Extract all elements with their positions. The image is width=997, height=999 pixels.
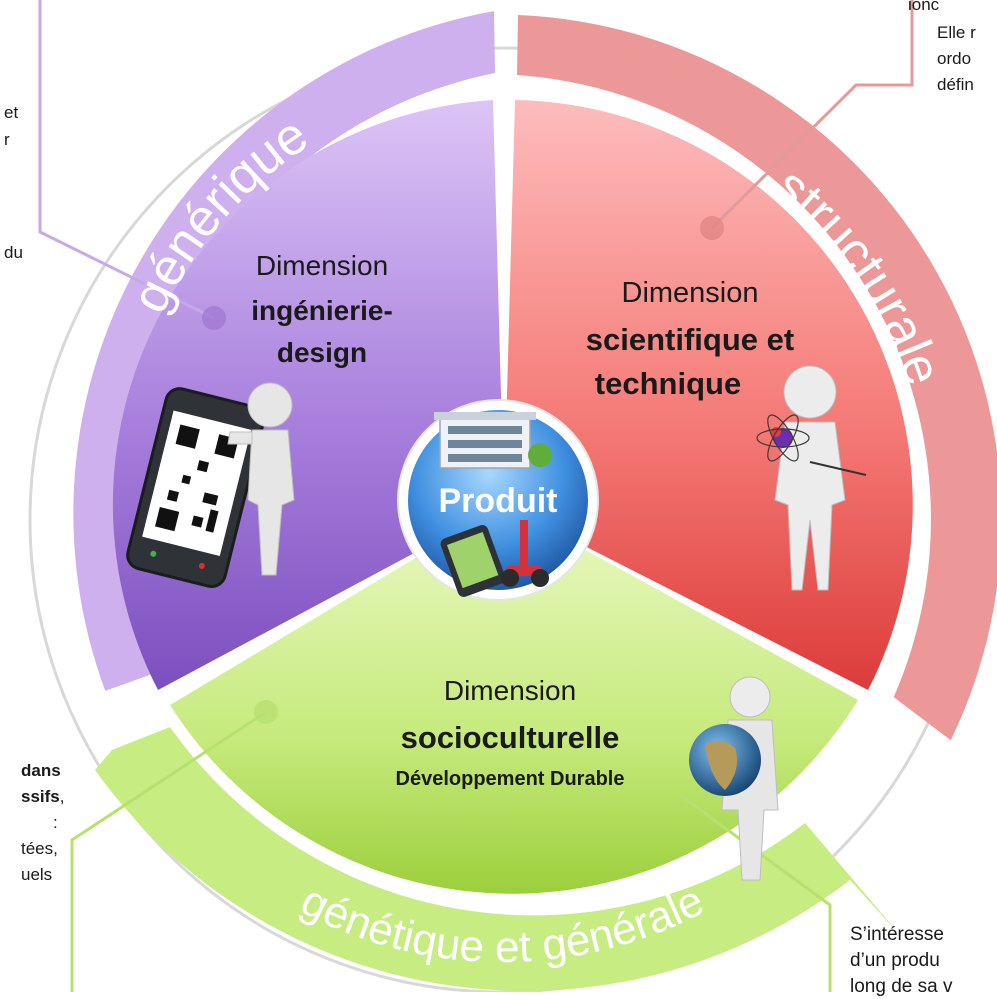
phone-icon xyxy=(440,525,506,597)
scientist-figure-icon xyxy=(774,365,846,591)
scientific-line2: scientifique et xyxy=(586,322,794,357)
top-right-text-4: défin xyxy=(937,75,974,94)
connector-dot-green xyxy=(254,700,278,724)
top-right-text-2: Elle r xyxy=(937,23,976,42)
bottom-right-text-2: d’un produ xyxy=(850,950,940,971)
figure-leaning-icon xyxy=(227,382,295,576)
building-icon xyxy=(434,412,552,469)
band-structurale xyxy=(517,15,997,741)
connector-right-top xyxy=(710,0,914,230)
sector-scientifique-technique xyxy=(504,100,913,690)
connector-right-bottom xyxy=(679,793,832,992)
scientific-line3: technique xyxy=(595,366,741,401)
bottom-left-text-1: dans xyxy=(21,761,61,780)
engineering-line3: design xyxy=(277,337,367,368)
product-hub: Produit xyxy=(397,399,599,601)
bottom-left-text-4: tées, xyxy=(21,839,58,858)
engineering-line2: ingénierie- xyxy=(251,295,393,326)
connector-dot-purple xyxy=(202,306,226,330)
atom-icon xyxy=(756,414,867,476)
sociocultural-line1: Dimension xyxy=(444,675,576,706)
globe-figure-icon xyxy=(689,676,779,881)
left-text-3: du xyxy=(4,243,23,262)
connector-dot-red xyxy=(700,216,724,240)
bottom-left-text-3: : xyxy=(53,813,58,832)
bottom-right-text-3: long de sa v xyxy=(850,976,953,997)
left-text-1: et xyxy=(4,103,19,122)
connector-left-top xyxy=(38,0,215,320)
product-label: Produit xyxy=(439,482,558,520)
sector-socioculturelle xyxy=(170,505,858,894)
bottom-left-text-2-bold: ssifs xyxy=(21,787,60,806)
left-text-2: r xyxy=(4,130,10,149)
sociocultural-line2: socioculturelle xyxy=(401,720,620,755)
bottom-left-text-2: ssifs, xyxy=(21,784,64,809)
segway-icon xyxy=(501,520,549,587)
connector-lines xyxy=(38,0,914,992)
sociocultural-line3: Développement Durable xyxy=(396,768,625,790)
bottom-left-text-5: uels xyxy=(21,865,53,884)
engineering-line1: Dimension xyxy=(256,250,388,281)
bottom-left-text-2-comma: , xyxy=(59,787,65,806)
top-right-text-3: ordo xyxy=(937,49,972,68)
bottom-right-text-1: S’intéresse xyxy=(850,924,944,945)
connector-left-bottom xyxy=(70,710,267,992)
top-right-text-1: ionc xyxy=(908,0,940,14)
band-genetique xyxy=(95,727,900,991)
scientific-line1: Dimension xyxy=(622,277,759,309)
